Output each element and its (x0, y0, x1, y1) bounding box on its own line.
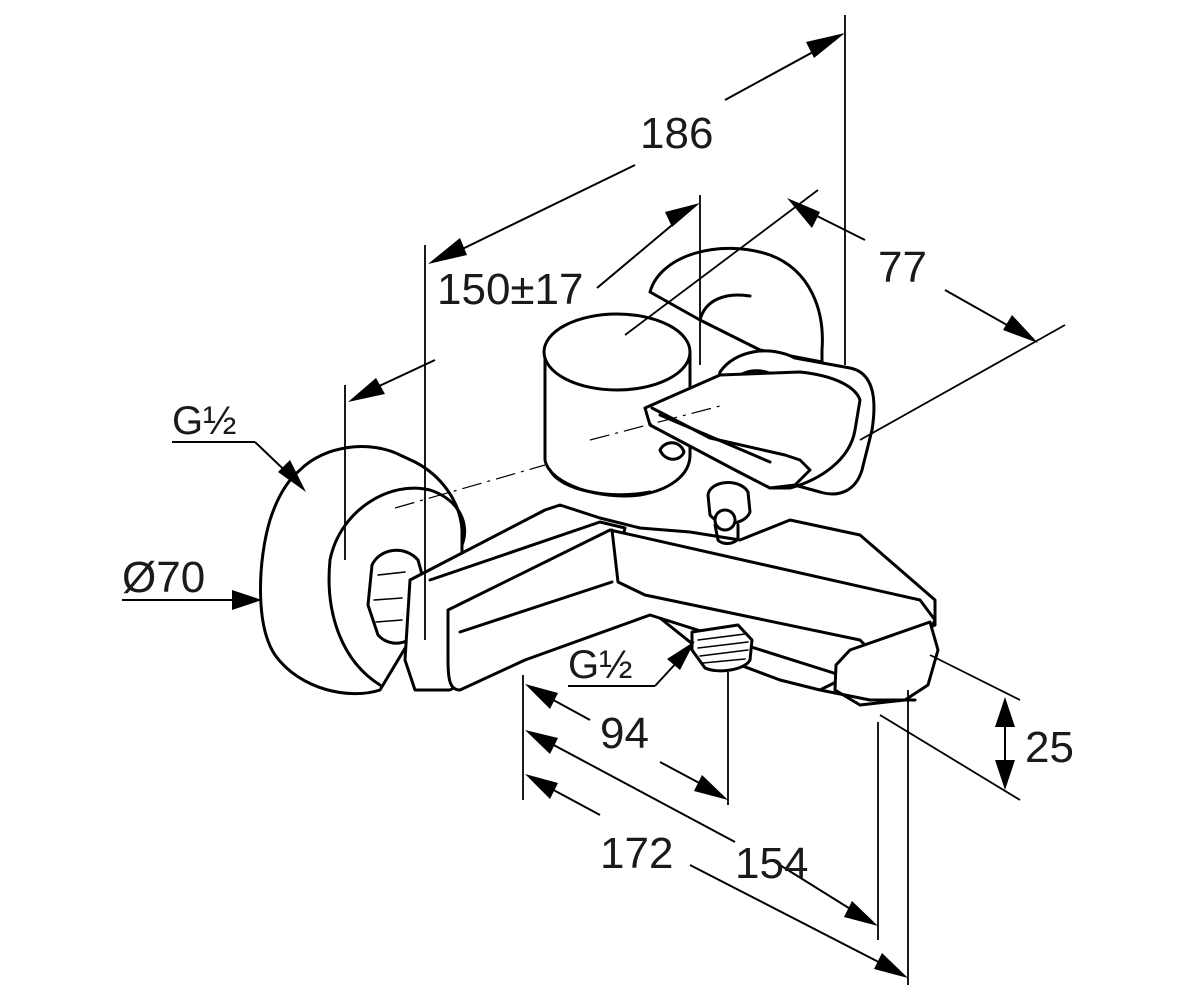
dim-label-77: 77 (878, 243, 927, 292)
dim-label-154: 154 (735, 839, 808, 888)
mixer-cylinder-top (542, 312, 692, 392)
dim-label-94: 94 (600, 709, 649, 758)
rear-wall-flange (648, 246, 824, 364)
tap-body-artwork (259, 246, 940, 707)
lever-handle (643, 370, 862, 490)
center-lines (394, 405, 721, 509)
dim-label-diameter-70: Ø70 (122, 553, 205, 602)
dim-label-172: 172 (600, 829, 673, 878)
dim-label-186: 186 (640, 109, 713, 158)
dimension-labels: 186 150±17 77 G½ Ø70 G½ 94 172 154 25 (122, 109, 1074, 888)
extension-lines (344, 15, 1066, 985)
dim-label-150-17: 150±17 (437, 265, 584, 314)
dim-label-25: 25 (1025, 723, 1074, 772)
dim-label-g-half-outlet: G½ (568, 643, 632, 687)
dim-label-g-half-left: G½ (172, 399, 236, 443)
dimension-lines (122, 33, 1038, 978)
